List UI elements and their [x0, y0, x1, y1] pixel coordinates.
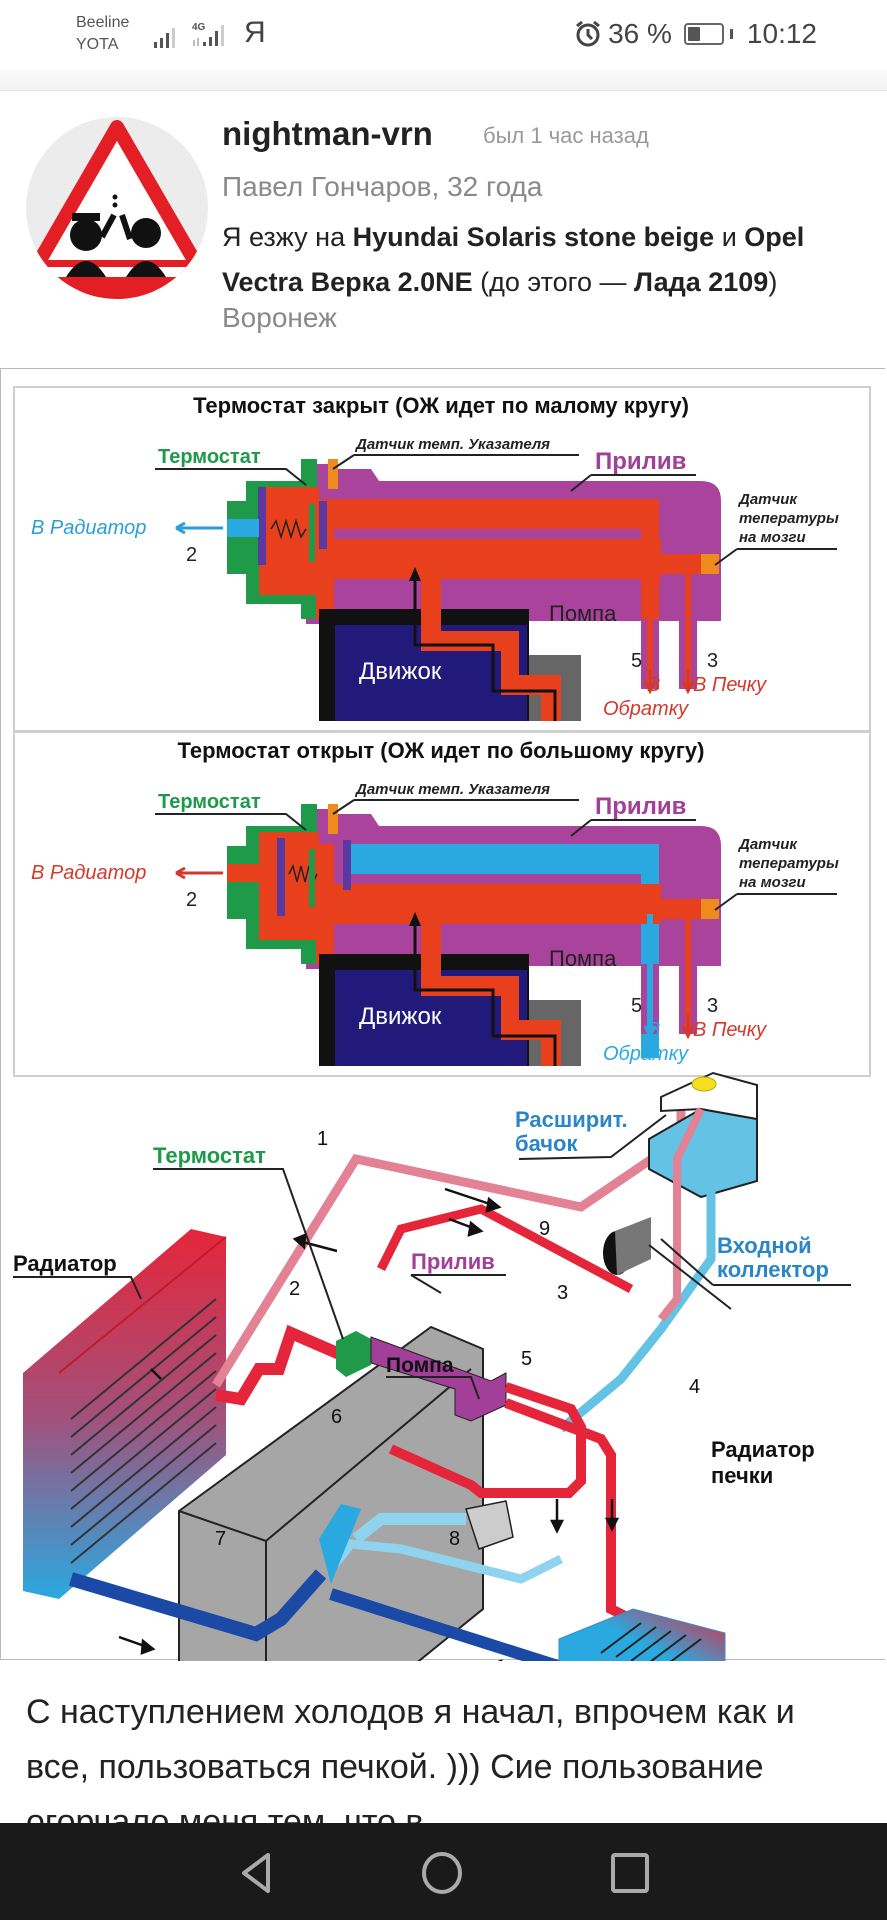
- gauge-sensor-label-1: Датчик темп. Указателя: [354, 436, 550, 453]
- gauge-sensor-label-2: Датчик темп. Указателя: [354, 781, 550, 798]
- panel-open-title: Термостат открыт (ОЖ идет по большому кр…: [177, 738, 704, 763]
- thermostat-label-1: Термостат: [158, 446, 261, 468]
- battery-tip: [729, 29, 733, 39]
- battery-icon: [683, 23, 724, 45]
- return-label-2b: Обратку: [603, 1043, 689, 1065]
- n3-label-2: 3: [707, 995, 718, 1017]
- clock: 10:12: [746, 18, 817, 49]
- inlet-label-3: Прилив: [411, 1249, 495, 1274]
- username-link[interactable]: nightman-vrn: [222, 115, 433, 152]
- thermostat-label-2: Термостат: [158, 791, 261, 813]
- n2-label-1: 2: [186, 544, 197, 566]
- system-nav-bar: [0, 1823, 887, 1920]
- brain-sensor-2c: на мозги: [739, 874, 806, 891]
- cars-close: ): [768, 267, 778, 297]
- n5-label-2: 5: [631, 995, 642, 1017]
- brain-sensor-1c: на мозги: [739, 529, 806, 546]
- carrier-2: YOTA: [76, 36, 119, 53]
- pipe-number-1: 1: [317, 1128, 328, 1150]
- city: Воронеж: [222, 302, 337, 333]
- heater-fins: [600, 1622, 702, 1661]
- n5-label-1: 5: [631, 650, 642, 672]
- car-link-2[interactable]: Opel Vectra Верка 2.0NE: [222, 222, 805, 297]
- app-indicator: Я: [244, 16, 266, 49]
- brain-sensor-1b: тепературы: [739, 510, 839, 527]
- post-image[interactable]: Термостат закрыт (ОЖ идет по малому круг…: [0, 368, 885, 1661]
- car-link-1[interactable]: Hyundai Solaris stone beige: [352, 222, 715, 252]
- brain-sensor-2b: тепературы: [739, 855, 839, 872]
- pipe-number-3: 3: [557, 1282, 568, 1304]
- inlet-label-1: Прилив: [595, 448, 686, 475]
- expansion-tank-label-2: бачок: [515, 1131, 578, 1156]
- alarm-icon: [576, 20, 601, 47]
- engine-label-1: Движок: [359, 658, 442, 685]
- cars-prefix: Я езжу на: [222, 222, 353, 252]
- last-seen: был 1 час назад: [483, 123, 649, 148]
- car-link-3[interactable]: Лада 2109: [633, 267, 769, 297]
- intake-label-1: Входной: [717, 1233, 812, 1258]
- panel-cooling-scheme: Расширит. бачок Термостат Радиатор Прили…: [13, 1071, 851, 1661]
- cars-before: (до этого —: [472, 267, 634, 297]
- pipe-number-5: 5: [521, 1348, 532, 1370]
- engine-label-2: Движок: [359, 1003, 442, 1030]
- pipe-numbers: 1 2 3 4 5 6 7 8 9: [215, 1128, 700, 1550]
- heater-radiator-label-2: печки: [711, 1463, 773, 1488]
- pump-label-3: Помпа: [386, 1354, 454, 1377]
- status-right: 36 % 10:12: [574, 16, 817, 52]
- network-type-label: 4G: [192, 22, 206, 33]
- recents-icon[interactable]: [607, 1851, 655, 1895]
- pipe-number-9: 9: [539, 1218, 550, 1240]
- panel-closed-title: Термостат закрыт (ОЖ идет по малому круг…: [193, 393, 689, 418]
- return-label-2a: В: [647, 1019, 660, 1041]
- pump-label-1: Помпа: [549, 601, 617, 626]
- header-shadow: [0, 70, 887, 91]
- return-label-1b: Обратку: [603, 698, 689, 720]
- pipe-number-8: 8: [449, 1528, 460, 1550]
- heater-radiator-label-1: Радиатор: [711, 1437, 815, 1462]
- cooling-system-diagram: Термостат закрыт (ОЖ идет по малому круг…: [13, 386, 871, 1661]
- to-heater-label-1: В Печку: [693, 674, 767, 696]
- avatar[interactable]: [26, 117, 208, 299]
- author-card[interactable]: nightman-vrn был 1 час назад Павел Гонча…: [0, 91, 887, 359]
- real-name-age: Павел Гончаров, 32 года: [222, 171, 543, 202]
- n2-label-2: 2: [186, 889, 197, 911]
- carrier-1: Beeline: [76, 14, 130, 31]
- battery-percent: 36 %: [608, 18, 672, 49]
- expansion-tank-label-1: Расширит.: [515, 1107, 628, 1132]
- carriers: Beeline YOTA: [76, 12, 129, 56]
- panel-thermostat-open: Термостат открыт (ОЖ идет по большому кр…: [13, 731, 871, 1077]
- cars-and: и: [714, 222, 745, 252]
- radiator-label: Радиатор: [13, 1251, 117, 1276]
- pipe-number-4: 4: [689, 1376, 700, 1398]
- signal-icon: [154, 28, 175, 48]
- to-radiator-label-1: В Радиатор: [31, 517, 146, 539]
- to-radiator-label-2: В Радиатор: [31, 862, 146, 884]
- pump-label-2: Помпа: [549, 946, 617, 971]
- back-icon[interactable]: [232, 1851, 280, 1895]
- panel-thermostat-closed: Термостат закрыт (ОЖ идет по малому круг…: [13, 386, 871, 732]
- return-label-1a: В: [647, 674, 660, 696]
- intake-label-2: коллектор: [717, 1257, 829, 1282]
- flow-arrows: [118, 1187, 620, 1661]
- to-heater-label-2: В Печку: [693, 1019, 767, 1041]
- pipe-number-6: 6: [331, 1406, 342, 1428]
- pipe-number-7: 7: [215, 1528, 226, 1550]
- brain-sensor-2a: Датчик: [737, 836, 798, 853]
- status-bar: Beeline YOTA 4G Я 36 % 10:12: [0, 0, 887, 70]
- home-icon[interactable]: [418, 1851, 466, 1895]
- inlet-label-2: Прилив: [595, 793, 686, 820]
- n3-label-1: 3: [707, 650, 718, 672]
- brain-sensor-1a: Датчик: [737, 491, 798, 508]
- warning-triangle-avatar-icon: [26, 120, 208, 299]
- pipe-number-2: 2: [289, 1278, 300, 1300]
- thermostat-label-3: Термостат: [153, 1143, 266, 1168]
- radiator-fins: [70, 1298, 217, 1564]
- cars-line: Я езжу на Hyundai Solaris stone beige и …: [222, 215, 862, 305]
- signal-4g-icon: 4G: [192, 22, 224, 46]
